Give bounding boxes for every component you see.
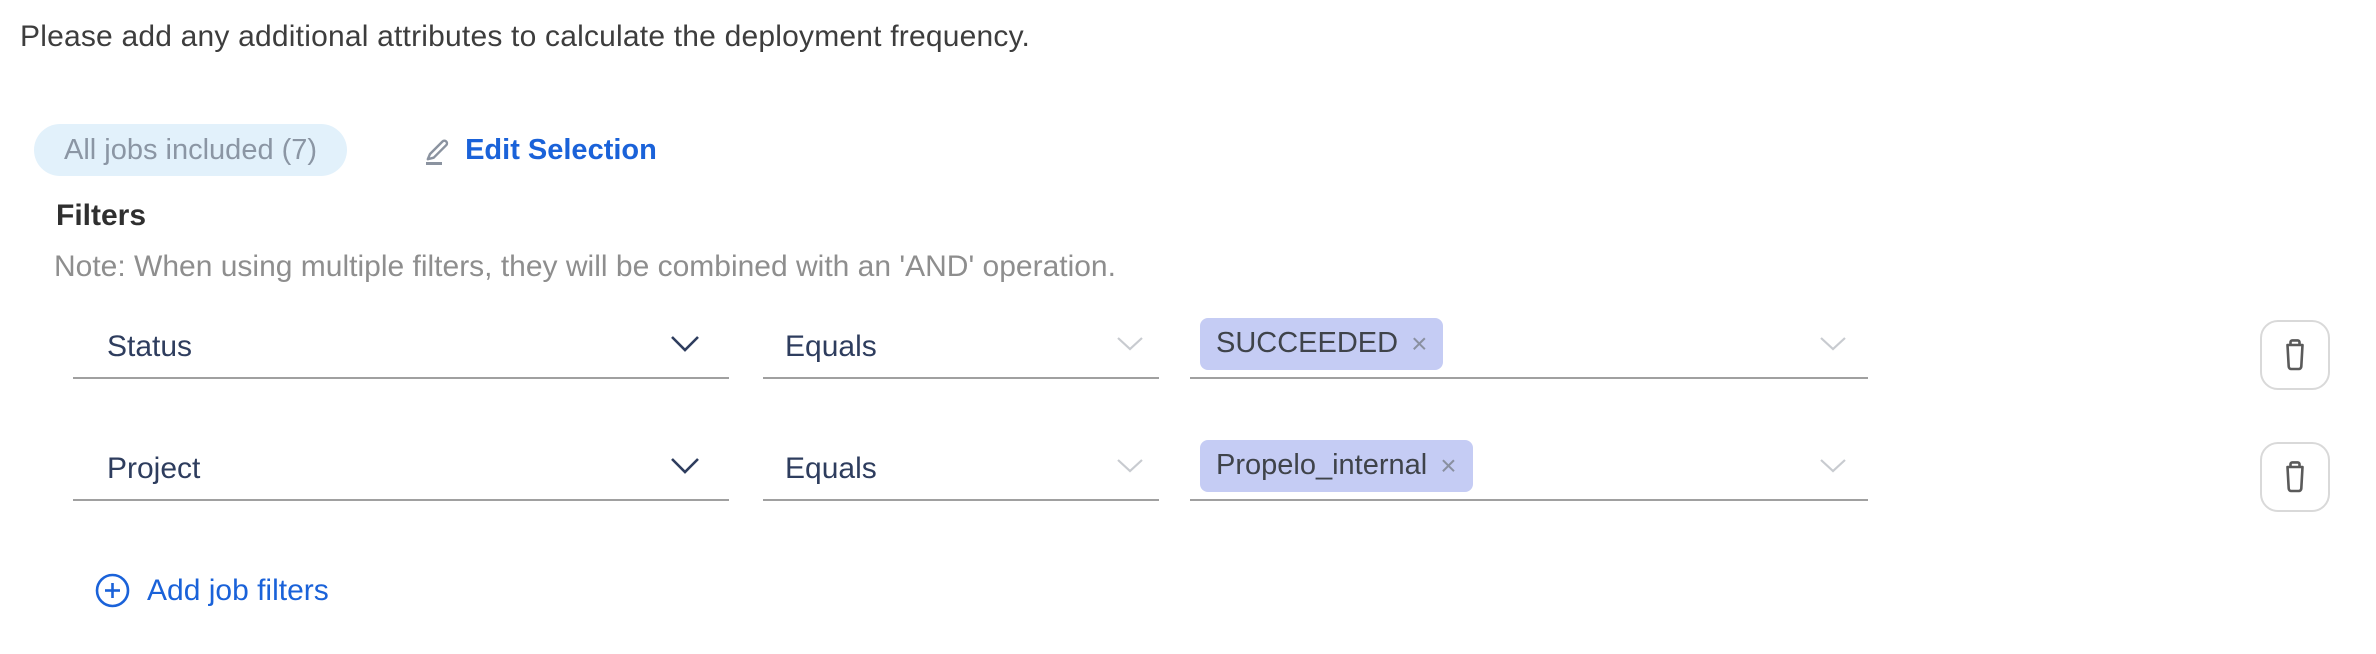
edit-selection-label: Edit Selection xyxy=(465,133,657,166)
add-job-filters-button[interactable]: Add job filters xyxy=(94,572,329,609)
plus-circle-icon xyxy=(94,572,131,609)
operator-select-value: Equals xyxy=(785,329,877,363)
operator-select-project[interactable]: Equals xyxy=(763,438,1159,501)
values-select-project[interactable]: Propelo_internal × xyxy=(1190,438,1868,501)
chevron-down-icon xyxy=(1818,458,1848,479)
chevron-down-icon xyxy=(1115,458,1145,479)
delete-filter-button[interactable] xyxy=(2260,442,2330,512)
chevron-down-icon xyxy=(1115,336,1145,357)
filters-heading: Filters xyxy=(56,199,147,232)
chevron-down-icon xyxy=(669,335,701,358)
values-select-status[interactable]: SUCCEEDED × xyxy=(1190,316,1868,379)
value-tag: SUCCEEDED × xyxy=(1200,317,1444,370)
chevron-down-icon xyxy=(669,457,701,480)
filter-row-status: Status Equals SUCCEED xyxy=(73,316,2330,390)
value-tag-label: Propelo_internal xyxy=(1216,449,1428,481)
tag-remove-icon[interactable]: × xyxy=(1411,327,1428,359)
attribute-select-value: Status xyxy=(107,329,193,363)
edit-pencil-icon xyxy=(421,134,452,166)
chevron-down-icon xyxy=(1818,336,1848,357)
operator-select-status[interactable]: Equals xyxy=(763,316,1159,379)
filter-rows: Status Equals SUCCEED xyxy=(73,316,2330,512)
attribute-select-value: Project xyxy=(107,451,201,485)
attribute-select-status[interactable]: Status xyxy=(73,316,729,379)
intro-text: Please add any additional attributes to … xyxy=(20,20,1031,53)
jobs-selection-row: All jobs included (7) Edit Selection xyxy=(34,124,657,176)
delete-filter-button[interactable] xyxy=(2260,320,2330,390)
trash-icon xyxy=(2278,336,2312,374)
edit-selection-link[interactable]: Edit Selection xyxy=(421,134,657,167)
trash-icon xyxy=(2278,458,2312,496)
tag-remove-icon[interactable]: × xyxy=(1440,449,1457,481)
add-job-filters-label: Add job filters xyxy=(147,573,329,607)
filters-note: Note: When using multiple filters, they … xyxy=(54,250,1116,283)
value-tag: Propelo_internal × xyxy=(1200,439,1473,492)
operator-select-value: Equals xyxy=(785,451,877,485)
attribute-select-project[interactable]: Project xyxy=(73,438,729,501)
value-tag-label: SUCCEEDED xyxy=(1216,327,1399,359)
filter-row-project: Project Equals Propel xyxy=(73,438,2330,512)
jobs-included-badge: All jobs included (7) xyxy=(34,124,348,176)
jobs-included-label: All jobs included (7) xyxy=(64,133,318,166)
